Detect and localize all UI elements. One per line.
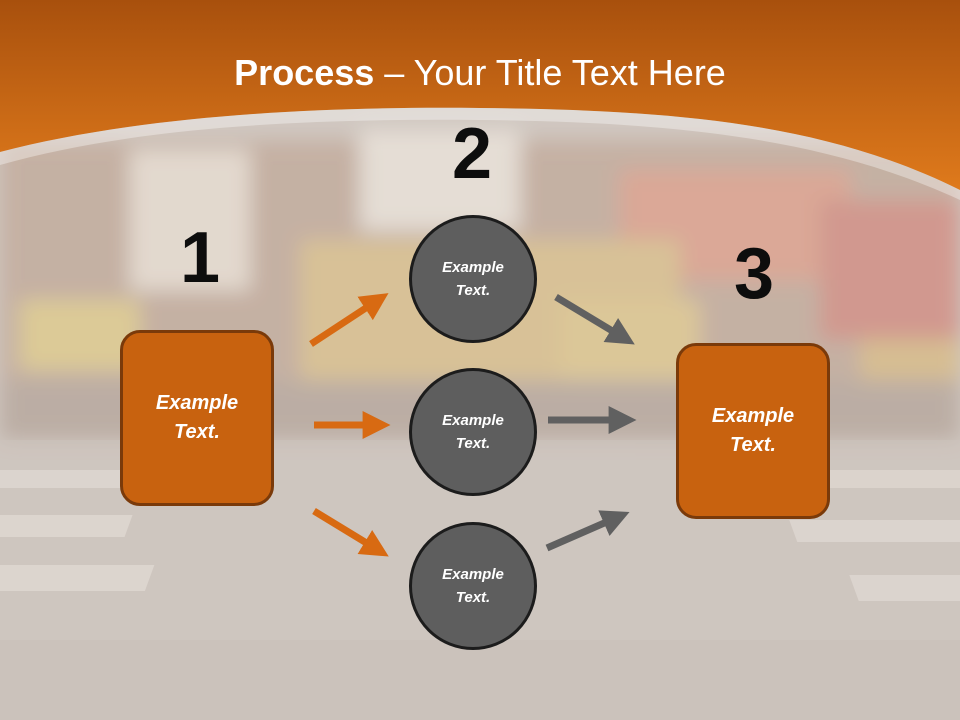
step-3-number: 3 (733, 234, 775, 314)
end-box-text: Example Text. (711, 405, 795, 456)
circle-node-middle: Example Text. (409, 368, 537, 496)
step-2-number: 2 (451, 114, 493, 194)
end-box: Example Text. (676, 343, 830, 519)
title-rest-part: – Your Title Text Here (374, 52, 726, 93)
circle-node-bottom: Example Text. (409, 522, 537, 650)
circle-node-top: Example Text. (409, 215, 537, 343)
slide-title: Process – Your Title Text Here (0, 52, 960, 94)
start-box: Example Text. (120, 330, 274, 506)
step-1-number: 1 (179, 218, 221, 298)
start-box-text: Example Text. (155, 392, 239, 443)
circle-bottom-text: Example Text. (442, 566, 504, 606)
circle-top-text: Example Text. (442, 259, 504, 299)
title-bold-part: Process (234, 52, 375, 93)
circle-middle-text: Example Text. (442, 412, 504, 452)
